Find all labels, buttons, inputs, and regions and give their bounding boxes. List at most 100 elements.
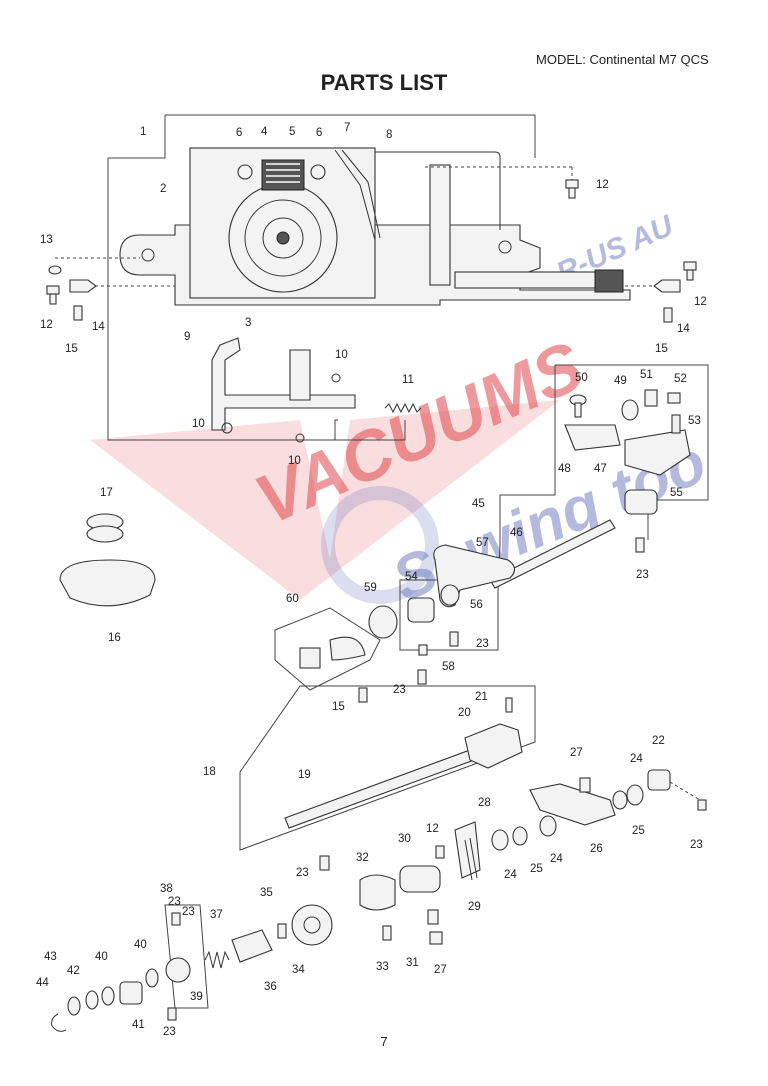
screw-12-right xyxy=(683,261,697,281)
spring-23-group45-b xyxy=(449,631,459,647)
callout-6a: 6 xyxy=(236,127,242,139)
screw-23-g38 xyxy=(171,912,181,926)
bobbin-case-16 xyxy=(59,559,156,607)
spring-15-right xyxy=(663,307,673,323)
callout-14a: 14 xyxy=(92,321,105,333)
screw-12-left xyxy=(46,285,60,305)
callout-22: 22 xyxy=(652,735,665,747)
spring-37 xyxy=(204,950,230,969)
model-label: MODEL: Continental M7 QCS xyxy=(536,52,709,67)
ring-42 xyxy=(85,990,99,1010)
callout-9: 9 xyxy=(184,331,190,343)
callout-21: 21 xyxy=(475,691,488,703)
callout-12b: 12 xyxy=(40,319,53,331)
callout-48: 48 xyxy=(558,463,571,475)
rotary-hook-mid xyxy=(244,199,322,277)
block-60 xyxy=(299,647,321,669)
rotary-hook-center xyxy=(276,231,290,245)
washer-24-b xyxy=(539,815,557,837)
callout-27a: 27 xyxy=(570,747,583,759)
bracket-48 xyxy=(564,424,621,451)
callout-59: 59 xyxy=(364,582,377,594)
callout-labels: 1 2 3 4 5 6 6 7 8 9 10 10 10 11 12 12 12… xyxy=(36,122,707,1038)
screw-23-far-right xyxy=(697,799,707,811)
cam-60 xyxy=(329,636,366,661)
callout-16: 16 xyxy=(108,632,121,644)
feed-bar-right xyxy=(429,164,451,286)
callout-10a: 10 xyxy=(335,349,348,361)
lever-26 xyxy=(529,783,616,826)
callout-3: 3 xyxy=(245,317,251,329)
plate-28 xyxy=(454,821,481,879)
watermark-circle xyxy=(321,486,439,604)
bushing-30 xyxy=(399,865,441,893)
callout-12a: 12 xyxy=(596,179,609,191)
callout-44: 44 xyxy=(36,977,49,989)
dash-lower-right xyxy=(669,781,701,801)
pin-21 xyxy=(505,697,513,713)
cylinder-22 xyxy=(647,769,671,791)
callout-23b: 23 xyxy=(476,638,489,650)
callout-49: 49 xyxy=(614,375,627,387)
feed-dog xyxy=(261,159,305,191)
callout-10b: 10 xyxy=(192,418,205,430)
callout-8: 8 xyxy=(386,129,392,141)
callout-4: 4 xyxy=(261,126,268,138)
callout-25b: 25 xyxy=(530,863,543,875)
callout-5: 5 xyxy=(289,126,295,138)
callout-51: 51 xyxy=(640,369,653,381)
screw-27-top xyxy=(579,777,591,793)
callout-27b: 27 xyxy=(434,964,447,976)
assembly-1-bracket xyxy=(107,114,536,441)
pin-14-left xyxy=(69,279,97,293)
washer-43 xyxy=(67,996,81,1016)
callout-35: 35 xyxy=(260,887,273,899)
spring-51 xyxy=(644,389,658,407)
bracket-29 xyxy=(464,837,478,881)
spring-23-lower xyxy=(319,855,330,871)
callout-23g: 23 xyxy=(163,1026,176,1038)
hub-32 xyxy=(359,874,396,911)
washer-24-a xyxy=(626,784,644,806)
callout-23c: 23 xyxy=(393,684,406,696)
callout-24c: 24 xyxy=(504,869,517,881)
callout-1: 1 xyxy=(140,126,146,138)
callout-50: 50 xyxy=(575,372,588,384)
callout-39: 39 xyxy=(190,991,203,1003)
page-title: PARTS LIST xyxy=(320,70,448,95)
screw-27-bottom xyxy=(429,931,443,945)
screw-31 xyxy=(427,909,439,925)
callout-46: 46 xyxy=(510,527,523,539)
feed-dog-teeth xyxy=(266,163,300,183)
collar-39 xyxy=(165,957,191,983)
callout-34: 34 xyxy=(292,964,305,976)
callout-43: 43 xyxy=(44,951,57,963)
roller-55 xyxy=(624,489,658,515)
spring-23-g60 xyxy=(417,669,427,685)
callout-55: 55 xyxy=(670,487,683,499)
washer-13 xyxy=(48,265,62,275)
base-plate-hole-right xyxy=(498,240,512,254)
washer-24-c xyxy=(491,829,509,851)
callout-18: 18 xyxy=(203,766,216,778)
washer-40-b xyxy=(101,986,115,1006)
feed-frame xyxy=(330,151,501,230)
callout-23e: 23 xyxy=(296,867,309,879)
bobbin-17-bottom xyxy=(86,525,124,543)
spring-15-left xyxy=(73,305,83,321)
bushing-36 xyxy=(231,929,273,963)
gear-34 xyxy=(291,904,333,946)
screw-23-bottom xyxy=(167,1007,177,1021)
lever-9-slot xyxy=(289,349,311,401)
callout-24b: 24 xyxy=(550,853,563,865)
callout-31: 31 xyxy=(406,957,419,969)
bushing-54 xyxy=(407,597,435,623)
screw-12-lower xyxy=(435,845,445,859)
spring-11 xyxy=(384,402,422,414)
screw-35 xyxy=(277,923,287,939)
callout-38: 38 xyxy=(160,883,173,895)
callout-30: 30 xyxy=(398,833,411,845)
callout-23a: 23 xyxy=(636,569,649,581)
page-number: 7 xyxy=(380,1034,388,1049)
callout-54: 54 xyxy=(405,571,418,583)
